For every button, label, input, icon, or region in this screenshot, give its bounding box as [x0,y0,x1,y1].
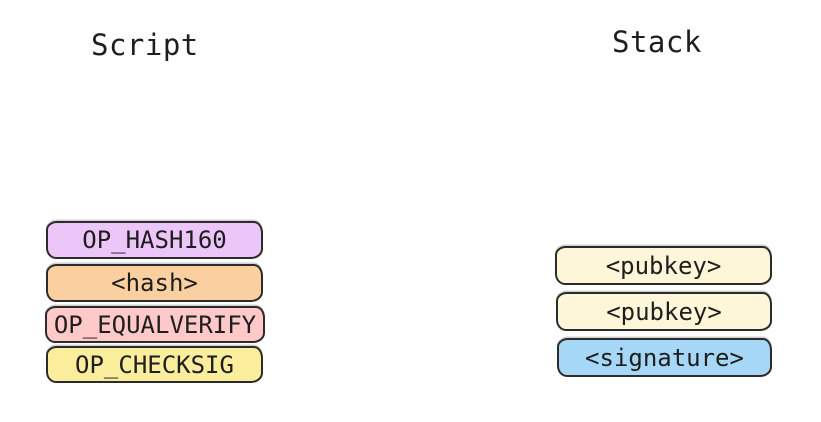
script-box-op-hash160-label: OP_HASH160 [82,226,227,254]
stack-box-pubkey-middle: <pubkey> [556,292,772,331]
script-box-op-hash160: OP_HASH160 [46,221,263,259]
script-box-hash-label: <hash> [111,269,198,297]
script-box-op-equalverify: OP_EQUALVERIFY [45,306,265,343]
stack-box-signature: <signature> [557,338,772,377]
stack-box-signature-label: <signature> [585,343,744,372]
script-box-op-equalverify-label: OP_EQUALVERIFY [53,310,257,339]
script-box-hash: <hash> [46,264,263,302]
stack-box-pubkey-top-label: <pubkey> [605,251,722,280]
script-box-op-checksig: OP_CHECKSIG [46,346,263,383]
stack-box-pubkey-middle-label: <pubkey> [606,297,722,326]
stack-box-pubkey-top: <pubkey> [555,246,772,285]
script-box-op-checksig-label: OP_CHECKSIG [75,350,234,379]
stack-column-title: Stack [612,25,702,59]
script-column-title: Script [91,28,199,62]
